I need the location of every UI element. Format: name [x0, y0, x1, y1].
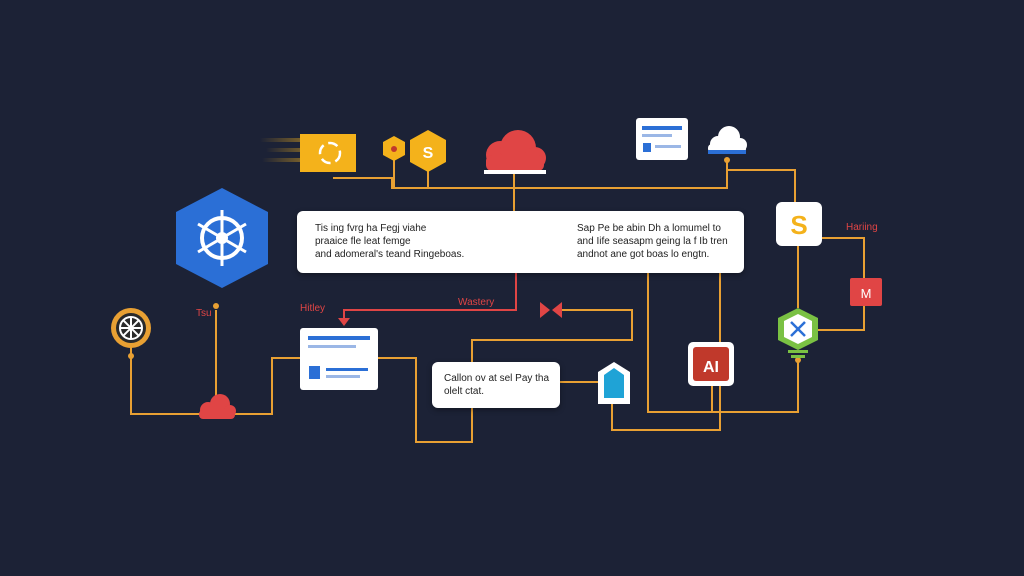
label-histey: Hitley — [300, 303, 326, 314]
kubernetes-icon — [176, 188, 268, 288]
api-icon-glyph: AI — [703, 359, 719, 376]
main-info-card: Tis ing fvrg ha Fegj viahe praaice fle l… — [297, 211, 744, 273]
label-haring: Hariing — [846, 222, 878, 233]
main-card-right-text: Sap Pe be abin Dh a lomumel to and Iife … — [577, 223, 728, 260]
main-card-left-text: Tis ing fvrg ha Fegj viahe praaice fle l… — [315, 223, 465, 260]
connector-dollar-right — [727, 169, 796, 204]
shield-icon — [598, 362, 630, 404]
small-hex-icon — [383, 136, 405, 161]
connector-red-main — [343, 272, 517, 322]
node-dot — [724, 157, 730, 163]
arrow-head-left-2 — [552, 302, 562, 318]
green-hex-icon — [778, 308, 818, 358]
m-box-glyph: M — [861, 286, 872, 301]
connector-green-down — [711, 356, 799, 413]
api-icon — [688, 342, 734, 386]
dollar-hex-glyph: S — [423, 145, 434, 162]
label-tsu: Tsu — [196, 308, 212, 319]
dollar-box-icon — [776, 202, 822, 246]
small-cloud-icon — [199, 394, 236, 419]
node-dot — [213, 303, 219, 309]
connector-top-bus — [392, 158, 728, 189]
connector-m-box — [822, 237, 865, 278]
connector-cloud-small-right — [234, 357, 302, 415]
document-card-top — [636, 118, 688, 160]
dollar-hex-icon — [410, 130, 446, 172]
callout-card: Callon ov at sel Pay tha olelt ctat. — [432, 362, 560, 408]
arrow-head-right — [540, 302, 550, 318]
cloud-base — [484, 170, 546, 174]
dollar-box-glyph: S — [790, 210, 807, 240]
node-dot — [795, 357, 801, 363]
connector-wheel — [130, 344, 200, 415]
m-box-icon — [850, 278, 882, 306]
connector-streak-to-main — [333, 177, 514, 189]
connector-m-to-green — [818, 306, 865, 331]
wheel-icon — [111, 308, 151, 348]
callout-card-text: Callon ov at sel Pay tha olelt ctat. — [444, 373, 550, 397]
document-card-middle — [300, 328, 378, 390]
cloud-icon — [486, 130, 546, 171]
connectors-red — [343, 272, 517, 322]
arrow-head-left — [338, 318, 350, 326]
connector-api-down — [647, 272, 712, 413]
label-wastery: Wastery — [458, 297, 495, 308]
cloud-white-icon — [708, 126, 747, 154]
speed-streak-icon — [260, 134, 356, 172]
node-dot — [128, 353, 134, 359]
